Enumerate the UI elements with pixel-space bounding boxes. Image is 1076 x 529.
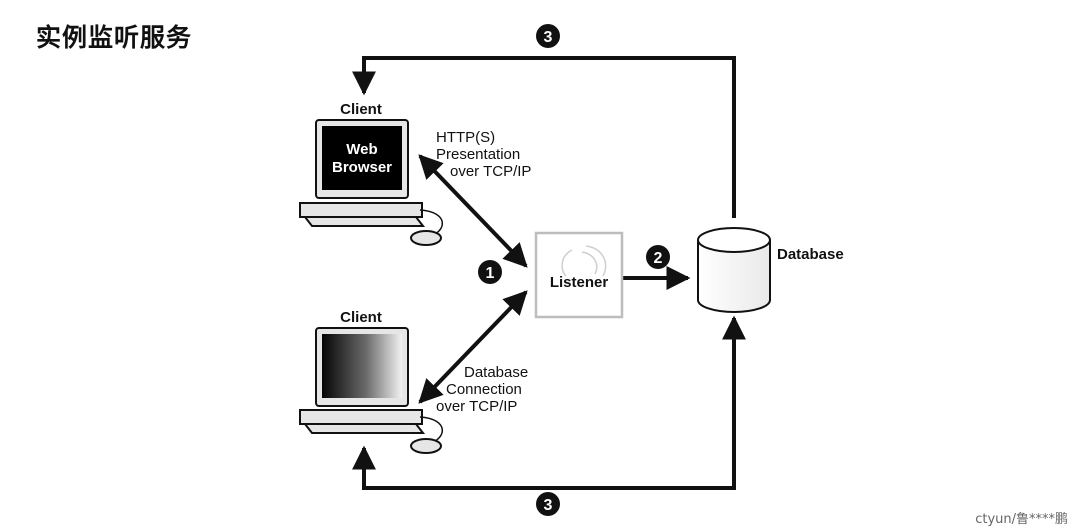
database-cylinder: [697, 227, 771, 313]
step-3-bottom-badge: 3: [536, 492, 560, 516]
database-label: Database: [777, 246, 844, 263]
listener-box: Listener: [534, 231, 624, 319]
client-computer-top: Client Web Browser: [299, 101, 444, 246]
step3-top-arrow: [352, 56, 736, 218]
step-2-number: 2: [654, 250, 663, 267]
db-connection-label-line2: Connection: [446, 381, 522, 398]
step-3-top-number: 3: [544, 29, 553, 46]
db-connection-arrow: [418, 290, 528, 404]
http-label-line3: over TCP/IP: [450, 163, 531, 180]
http-label-line2: Presentation: [436, 146, 520, 163]
step-3-top-badge: 3: [536, 24, 560, 48]
page-title: 实例监听服务: [36, 23, 193, 52]
listener-label: Listener: [550, 274, 609, 291]
client-bottom-label: Client: [340, 309, 382, 326]
step-1-number: 1: [486, 265, 495, 282]
http-connection-arrow: [418, 154, 528, 268]
client-computer-bottom: Client: [299, 309, 444, 454]
step-1-badge: 1: [478, 260, 502, 284]
browser-label-line2: Browser: [332, 159, 392, 176]
http-label-line1: HTTP(S): [436, 129, 495, 146]
step-3-bottom-number: 3: [544, 497, 553, 514]
step-2-badge: 2: [646, 245, 670, 269]
client-top-label: Client: [340, 101, 382, 118]
step3-bottom-arrow: [352, 315, 746, 490]
db-connection-label-line1: Database: [464, 364, 528, 381]
ear-icon: [561, 245, 607, 277]
db-connection-label-line3: over TCP/IP: [436, 398, 517, 415]
watermark: ctyun/鲁****鹏: [975, 512, 1068, 527]
browser-label-line1: Web: [346, 141, 377, 158]
